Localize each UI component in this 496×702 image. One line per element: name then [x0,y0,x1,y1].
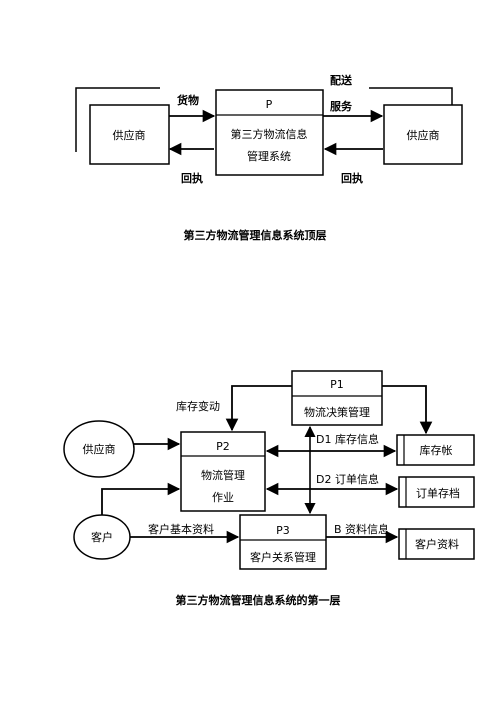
inventory-store: 库存帐 [396,434,475,466]
p1-to-inventory-flow [382,385,433,435]
top-process-id: P [266,98,273,111]
p1-id: P1 [330,378,344,391]
p1-to-p2-flow [225,385,292,432]
top-flow-delivery-label-line2: 服务 [330,99,353,113]
top-diagram: 供应商 P 第三方物流信息 管理系统 供应商 货物 回执 配送 服务 回执 第三… [75,73,463,242]
customer-basic-info-label: 客户基本资料 [148,522,214,536]
top-flow-receipt-left-label: 回执 [181,171,203,185]
top-process-name-line2: 管理系统 [247,149,291,163]
orders-store: 订单存档 [398,476,475,508]
supplier-entity: 供应商 [63,420,135,478]
top-flow-receipt-right-label: 回执 [341,171,363,185]
orders-store-label: 订单存档 [416,486,460,500]
inventory-change-label: 库存变动 [176,399,220,413]
bottom-diagram: P1 物流决策管理 P2 物流管理 作业 P3 客户关系管理 供应商 客户 [63,370,475,607]
supplier-label: 供应商 [83,442,116,456]
d2-order-info-label: D2 订单信息 [316,472,379,486]
p1-process-box: P1 物流决策管理 [291,370,383,426]
customers-store-label: 客户资料 [415,537,459,551]
top-process-box: P 第三方物流信息 管理系统 [215,89,324,176]
p2-process-box: P2 物流管理 作业 [180,431,266,512]
top-diagram-caption: 第三方物流管理信息系统顶层 [184,228,327,242]
p3-process-box: P3 客户关系管理 [239,514,327,570]
top-right-supplier-label: 供应商 [407,128,440,142]
top-process-name-line1: 第三方物流信息 [231,127,308,141]
customers-store: 客户资料 [398,528,475,560]
p2-name-line1: 物流管理 [201,468,245,482]
b-info-label: B 资料信息 [334,522,389,536]
p3-name: 客户关系管理 [250,550,316,564]
d1-inventory-info-label: D1 库存信息 [316,432,379,446]
p3-id: P3 [276,524,290,537]
top-left-supplier-entity: 供应商 [75,87,170,165]
top-left-supplier-label: 供应商 [113,128,146,142]
p1-name: 物流决策管理 [304,405,370,419]
customer-to-p2-flow [101,482,181,515]
customer-label: 客户 [91,530,113,544]
customer-entity: 客户 [73,514,131,560]
top-flow-delivery-label-line1: 配送 [330,73,353,87]
p2-id: P2 [216,440,230,453]
p2-name-line2: 作业 [212,491,234,504]
inventory-store-label: 库存帐 [420,443,453,457]
bottom-diagram-caption: 第三方物流管理信息系统的第一层 [176,593,341,607]
top-right-supplier-entity: 供应商 [369,87,463,165]
top-flow-goods-label: 货物 [176,93,199,107]
